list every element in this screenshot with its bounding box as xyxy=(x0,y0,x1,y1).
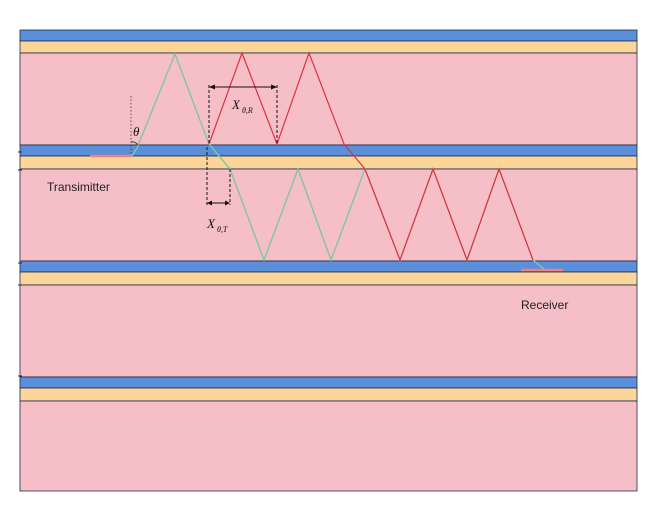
x-t-arrowhead-right xyxy=(225,200,230,206)
tan-cladding-4 xyxy=(19,387,638,402)
tan-cladding-1 xyxy=(19,40,638,54)
core-layer-4 xyxy=(19,400,638,492)
x-t-arrowhead-left xyxy=(207,200,212,206)
blue-cladding-4 xyxy=(19,376,638,389)
layer-stack xyxy=(18,29,638,492)
core-layer-3 xyxy=(19,284,638,378)
tan-cladding-2 xyxy=(19,155,638,170)
x-r-subscript: θ,R xyxy=(242,106,253,115)
core-layer-1 xyxy=(19,52,638,146)
x-r-arrowhead-left xyxy=(209,84,215,90)
x-t-subscript: θ,T xyxy=(217,225,228,234)
theta-label: θ xyxy=(133,124,140,139)
x-t-label: X xyxy=(206,216,216,231)
transmitter-label: Transimitter xyxy=(47,180,110,194)
blue-cladding-2 xyxy=(19,144,638,157)
core-layer-2 xyxy=(19,168,638,262)
tan-cladding-3 xyxy=(19,271,638,286)
x-r-arrowhead-right xyxy=(271,84,277,90)
theta-arc xyxy=(130,141,139,146)
receiver-label: Receiver xyxy=(521,298,568,312)
x-r-label: X xyxy=(231,97,241,112)
reflected-ray xyxy=(208,51,534,262)
blue-cladding-1 xyxy=(19,29,638,42)
